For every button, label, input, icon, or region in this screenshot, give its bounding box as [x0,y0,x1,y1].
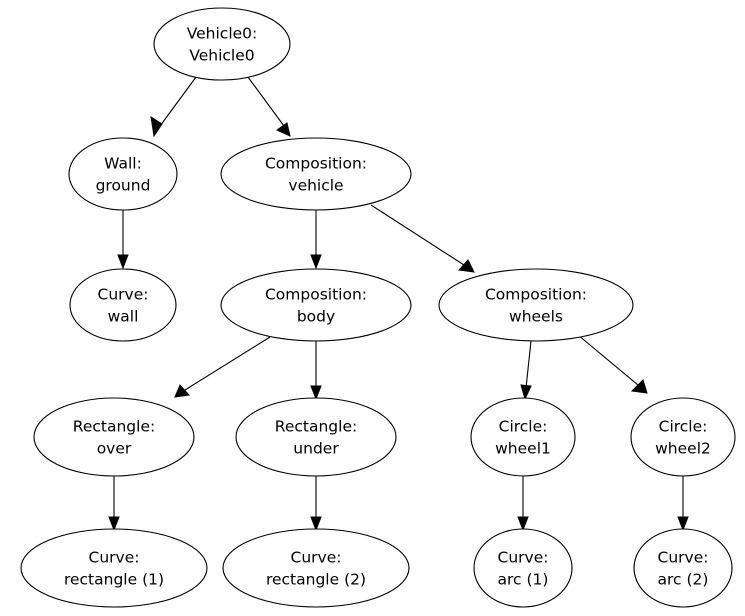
edge-composition-body-rect-under [310,341,322,401]
node-label-line2: rectangle (2) [266,571,366,589]
edge-line [159,72,200,127]
node-circle-wheel2[interactable]: Circle: wheel2 [630,397,736,477]
node-curve-rectangle-2[interactable]: Curve: rectangle (2) [222,528,410,608]
node-label-line1: Curve: [291,549,342,567]
edge-composition-wheels-wheel1 [520,340,532,401]
nodes-layer: Vehicle0:Vehicle0Wall:groundComposition:… [20,7,736,608]
node-shape-ellipse[interactable] [68,137,178,211]
edge-composition-vehicle-wheels [370,204,475,273]
node-label-line1: Circle: [499,418,548,436]
node-label-line2: over [97,440,132,458]
node-composition-vehicle[interactable]: Composition: vehicle [220,137,412,211]
node-label-line2: wheel1 [495,440,551,458]
edge-line [370,204,465,266]
node-label-line2: arc (2) [658,571,709,589]
node-curve-arc-1[interactable]: Curve: arc (1) [473,528,573,608]
node-label-line1: Curve: [89,549,140,567]
node-label-line2: Vehicle0 [189,47,254,65]
node-label-line1: Curve: [658,549,709,567]
node-shape-ellipse[interactable] [33,397,195,477]
node-curve-rectangle-1[interactable]: Curve: rectangle (1) [20,528,208,608]
edge-arrowhead [457,259,475,273]
node-shape-ellipse[interactable] [69,268,177,342]
node-shape-ellipse[interactable] [438,268,634,342]
edge-vehicle0-wall-ground [150,72,200,138]
node-shape-ellipse[interactable] [220,137,412,211]
node-label-line2: under [293,440,339,458]
node-shape-ellipse[interactable] [473,528,573,608]
node-circle-wheel1[interactable]: Circle: wheel1 [470,397,576,477]
node-label-line1: Circle: [659,418,708,436]
edge-rect-over-curve-rect-1 [108,476,120,532]
node-label-line1: Vehicle0: [187,25,258,43]
edge-composition-wheels-wheel2 [577,334,648,394]
node-label-line1: Composition: [485,286,587,304]
node-shape-ellipse[interactable] [630,397,736,477]
edges-layer [108,72,689,532]
node-rectangle-under[interactable]: Rectangle: under [235,397,397,477]
edge-line [244,72,285,127]
node-shape-ellipse[interactable] [633,528,733,608]
node-shape-ellipse[interactable] [222,528,410,608]
node-curve-wall[interactable]: Curve: wall [69,268,177,342]
edge-line [184,336,271,391]
node-label-line1: Curve: [498,549,549,567]
node-shape-ellipse[interactable] [20,528,208,608]
node-rectangle-over[interactable]: Rectangle: over [33,397,195,477]
node-label-line1: Composition: [265,286,367,304]
edge-arrowhead [310,385,322,401]
edge-arrowhead [310,516,322,532]
node-curve-arc-2[interactable]: Curve: arc (2) [633,528,733,608]
node-shape-ellipse[interactable] [235,397,397,477]
node-shape-ellipse[interactable] [153,7,291,81]
edge-arrowhead [677,516,689,532]
edge-line [525,340,532,389]
node-composition-body[interactable]: Composition: body [220,268,412,342]
node-wall-ground[interactable]: Wall: ground [68,137,178,211]
node-label-line2: ground [96,177,151,195]
node-vehicle0[interactable]: Vehicle0: Vehicle0 [153,7,291,81]
edge-wall-ground-curve-wall [117,210,129,270]
node-label-line1: Composition: [265,155,367,173]
edge-arrowhead [520,384,532,401]
node-label-line2: rectangle (1) [64,571,164,589]
edge-arrowhead [630,379,648,394]
edge-arrowhead [117,254,129,270]
edge-arrowhead [108,516,120,532]
edge-wheel2-curve-arc-2 [677,476,689,532]
edge-composition-body-rect-over [174,336,271,398]
node-label-line2: wheel2 [655,440,711,458]
edge-vehicle0-composition-vehicle [244,72,291,137]
node-label-line1: Wall: [104,155,142,173]
edge-rect-under-curve-rect-2 [310,476,322,532]
edge-line [577,334,639,386]
edge-arrowhead [310,254,322,270]
edge-arrowhead [150,115,163,138]
node-label-line2: body [297,308,335,326]
node-label-line2: arc (1) [498,571,549,589]
node-label-line2: wheels [509,308,563,326]
node-shape-ellipse[interactable] [470,397,576,477]
node-label-line2: vehicle [288,177,343,195]
node-shape-ellipse[interactable] [220,268,412,342]
edge-arrowhead [517,516,529,532]
edge-composition-vehicle-body [310,210,322,270]
node-label-line1: Rectangle: [275,418,357,436]
node-composition-wheels[interactable]: Composition: wheels [438,268,634,342]
node-label-line1: Rectangle: [73,418,155,436]
node-label-line1: Curve: [98,286,149,304]
edge-arrowhead [174,384,190,398]
node-label-line2: wall [108,308,139,326]
edge-arrowhead [276,122,291,137]
edge-wheel1-curve-arc-1 [517,476,529,532]
